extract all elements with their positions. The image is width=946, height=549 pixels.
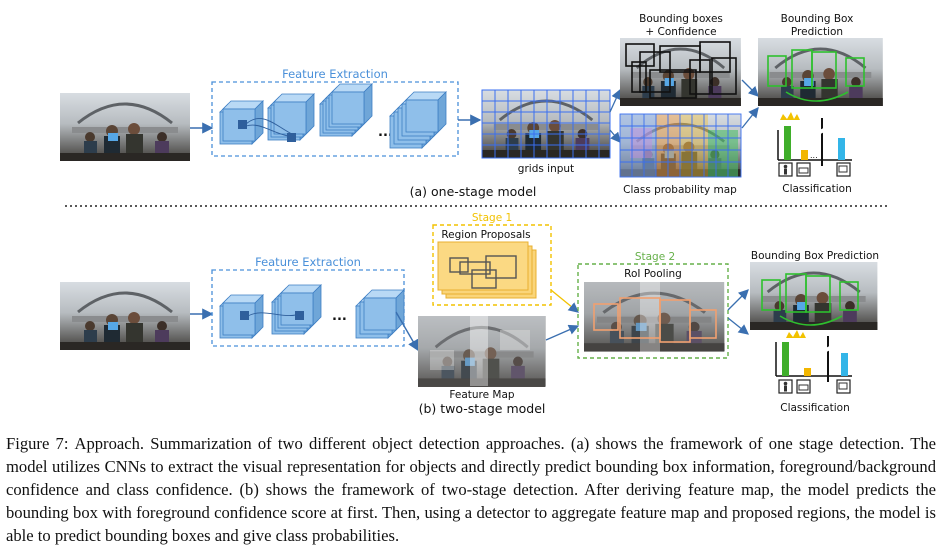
arrow-a5 <box>741 79 759 97</box>
arrow-a6 <box>741 106 759 129</box>
ellipsis-b: ... <box>332 309 347 324</box>
grids-input-label: grids input <box>518 163 574 175</box>
stage1-box <box>432 224 552 306</box>
stage2-label: Stage 2 <box>635 251 675 263</box>
axis-dots-a: ... <box>810 151 818 160</box>
class-icons-b <box>778 379 851 394</box>
feature-map-image <box>416 314 547 389</box>
stage2-box <box>577 263 729 359</box>
region-proposals <box>437 241 537 299</box>
arrow-b2 <box>395 311 419 352</box>
class-prob-label: Class probability map <box>623 184 737 196</box>
bar-b-person <box>782 342 789 376</box>
feature-extraction-label-b: Feature Extraction <box>255 255 361 269</box>
bbox-conf-label-2: + Confidence <box>645 26 716 38</box>
arrow-b6 <box>727 317 750 335</box>
feature-map-label: Feature Map <box>449 389 515 401</box>
input-image-a <box>58 91 192 163</box>
classification-chart-a: ... <box>777 112 852 177</box>
bar-a-sofa <box>801 150 808 160</box>
region-proposals-label: Region Proposals <box>441 229 530 241</box>
bar-a-person <box>784 126 791 160</box>
grids-input-image <box>480 88 612 160</box>
cnn-stack-a: ... <box>219 83 447 149</box>
panel-b: Feature Extraction ... Feature Map Stage… <box>58 212 879 416</box>
stage1-label: Stage 1 <box>472 212 512 224</box>
classification-label-a: Classification <box>782 183 851 195</box>
bar-b-sofa <box>804 368 811 376</box>
bbox-pred-label-a2: Prediction <box>791 26 843 38</box>
roi-pooling-image <box>582 280 727 353</box>
arrow-b5 <box>727 289 749 311</box>
arrow-b3 <box>550 289 580 313</box>
arrow-a3 <box>609 88 621 113</box>
arrow-b4 <box>545 324 580 341</box>
feature-extraction-box-b <box>211 269 405 347</box>
cnn-stack-b: ... <box>219 284 405 339</box>
bbox-confidence-image <box>618 36 743 108</box>
input-image-b <box>58 280 192 352</box>
crown-icon <box>780 112 800 120</box>
kernel-a1 <box>238 120 247 129</box>
classification-label-b: Classification <box>780 402 849 414</box>
kernel-a2 <box>287 133 296 142</box>
ellipsis-a: ... <box>378 125 393 140</box>
crown-icon-b <box>786 330 806 338</box>
figure: Feature Extraction ... <box>58 13 887 416</box>
bar-a-laptop <box>838 138 845 160</box>
feature-extraction-label-a: Feature Extraction <box>282 67 388 81</box>
caption-label: Figure 7: <box>6 434 69 453</box>
classification-chart-b <box>775 330 852 394</box>
model-label-b: (b) two-stage model <box>419 401 546 416</box>
bar-b-laptop <box>841 353 848 376</box>
feature-extraction-box-a <box>211 81 459 157</box>
bbox-pred-label-b: Bounding Box Prediction <box>751 250 879 262</box>
model-label-a: (a) one-stage model <box>410 184 537 199</box>
bbox-conf-label-1: Bounding boxes <box>639 13 723 25</box>
bbox-pred-label-a1: Bounding Box <box>781 13 854 25</box>
roi-pooling-label: RoI Pooling <box>624 268 682 280</box>
arrow-a4 <box>609 129 621 143</box>
figure-caption: Figure 7:Approach. Summarization of two … <box>6 432 936 547</box>
caption-text: Approach. Summarization of two different… <box>6 434 937 545</box>
class-probability-map <box>618 112 743 178</box>
bbox-prediction-image-a <box>756 36 885 108</box>
panel-a: Feature Extraction ... <box>58 13 885 199</box>
class-icons-a <box>778 162 851 177</box>
bbox-prediction-image-b <box>748 260 879 332</box>
